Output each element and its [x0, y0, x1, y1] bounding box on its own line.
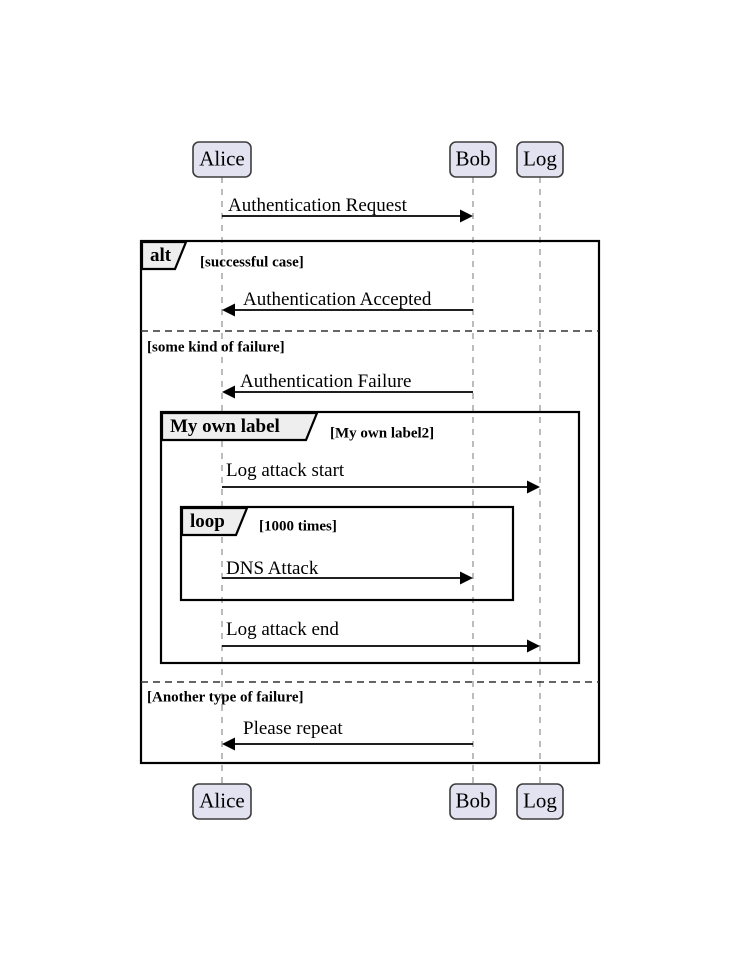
message-arrowhead: [527, 480, 540, 494]
message-m2: Authentication Accepted: [222, 289, 473, 317]
message-m4: Log attack start: [222, 460, 540, 494]
frame-condition-label: [My own label2]: [330, 425, 434, 441]
message-label: Authentication Failure: [240, 371, 411, 392]
frame-loop-f-loop: loop [1000 times]: [179, 505, 515, 602]
frame-condition-label: [successful case]: [200, 254, 304, 270]
participant-label: Log: [523, 146, 557, 170]
message-m3: Authentication Failure: [222, 371, 473, 399]
message-label: Authentication Request: [228, 195, 408, 216]
participant-box[interactable]: [516, 783, 564, 820]
participant-bob-bottom[interactable]: Bob: [449, 783, 497, 820]
frame-border: [179, 505, 515, 602]
frame-operator-label: loop: [190, 511, 225, 532]
participant-label: Log: [523, 788, 557, 812]
message-label: Log attack start: [226, 460, 345, 481]
message-label: Log attack end: [226, 619, 339, 640]
message-arrowhead: [222, 385, 235, 399]
participant-box[interactable]: [192, 783, 252, 820]
alt-branch-condition-2: [some kind of failure]: [147, 339, 285, 355]
lifelines-layer: [221, 177, 541, 784]
frame-alt-f-alt: alt [successful case]: [139, 239, 601, 765]
frame-operator-label: My own label: [170, 416, 280, 437]
frame-tab-shape: [160, 411, 319, 442]
participant-label: Bob: [455, 146, 490, 170]
participant-label: Alice: [199, 788, 244, 812]
alt-branch-condition-3: [Another type of failure]: [147, 689, 304, 705]
participant-box[interactable]: [449, 783, 497, 820]
message-m7: Please repeat: [222, 718, 473, 751]
message-label: Please repeat: [243, 718, 343, 739]
message-m1: Authentication Request: [222, 195, 473, 223]
frames-layer: alt [successful case] My own label [My own …: [139, 239, 601, 765]
participant-log-bottom[interactable]: Log: [516, 783, 564, 820]
message-label: DNS Attack: [226, 558, 319, 579]
message-m6: Log attack end: [222, 619, 540, 653]
participant-box[interactable]: [516, 141, 564, 178]
message-arrowhead: [460, 209, 473, 223]
frame-tab-shape: [180, 506, 249, 537]
message-arrowhead: [527, 639, 540, 653]
frame-group-f-group: My own label [My own label2]: [159, 410, 581, 665]
message-m5: DNS Attack: [222, 558, 473, 585]
participant-alice-top[interactable]: Alice: [192, 141, 252, 178]
message-arrowhead: [222, 737, 235, 751]
message-arrowhead: [460, 571, 473, 585]
separators-layer: [some kind of failure] [Another type of f…: [141, 330, 599, 705]
frame-border: [159, 410, 581, 665]
participant-bob-top[interactable]: Bob: [449, 141, 497, 178]
frame-tab-shape: [140, 240, 188, 271]
frame-border: [139, 239, 601, 765]
participant-log-top[interactable]: Log: [516, 141, 564, 178]
participant-label: Bob: [455, 788, 490, 812]
participant-box[interactable]: [449, 141, 497, 178]
participant-alice-bottom[interactable]: Alice: [192, 783, 252, 820]
frame-condition-label: [1000 times]: [259, 518, 337, 534]
message-label: Authentication Accepted: [243, 289, 432, 310]
frame-operator-label: alt: [150, 245, 172, 266]
participant-box[interactable]: [192, 141, 252, 178]
participant-label: Alice: [199, 146, 244, 170]
message-arrowhead: [222, 303, 235, 317]
